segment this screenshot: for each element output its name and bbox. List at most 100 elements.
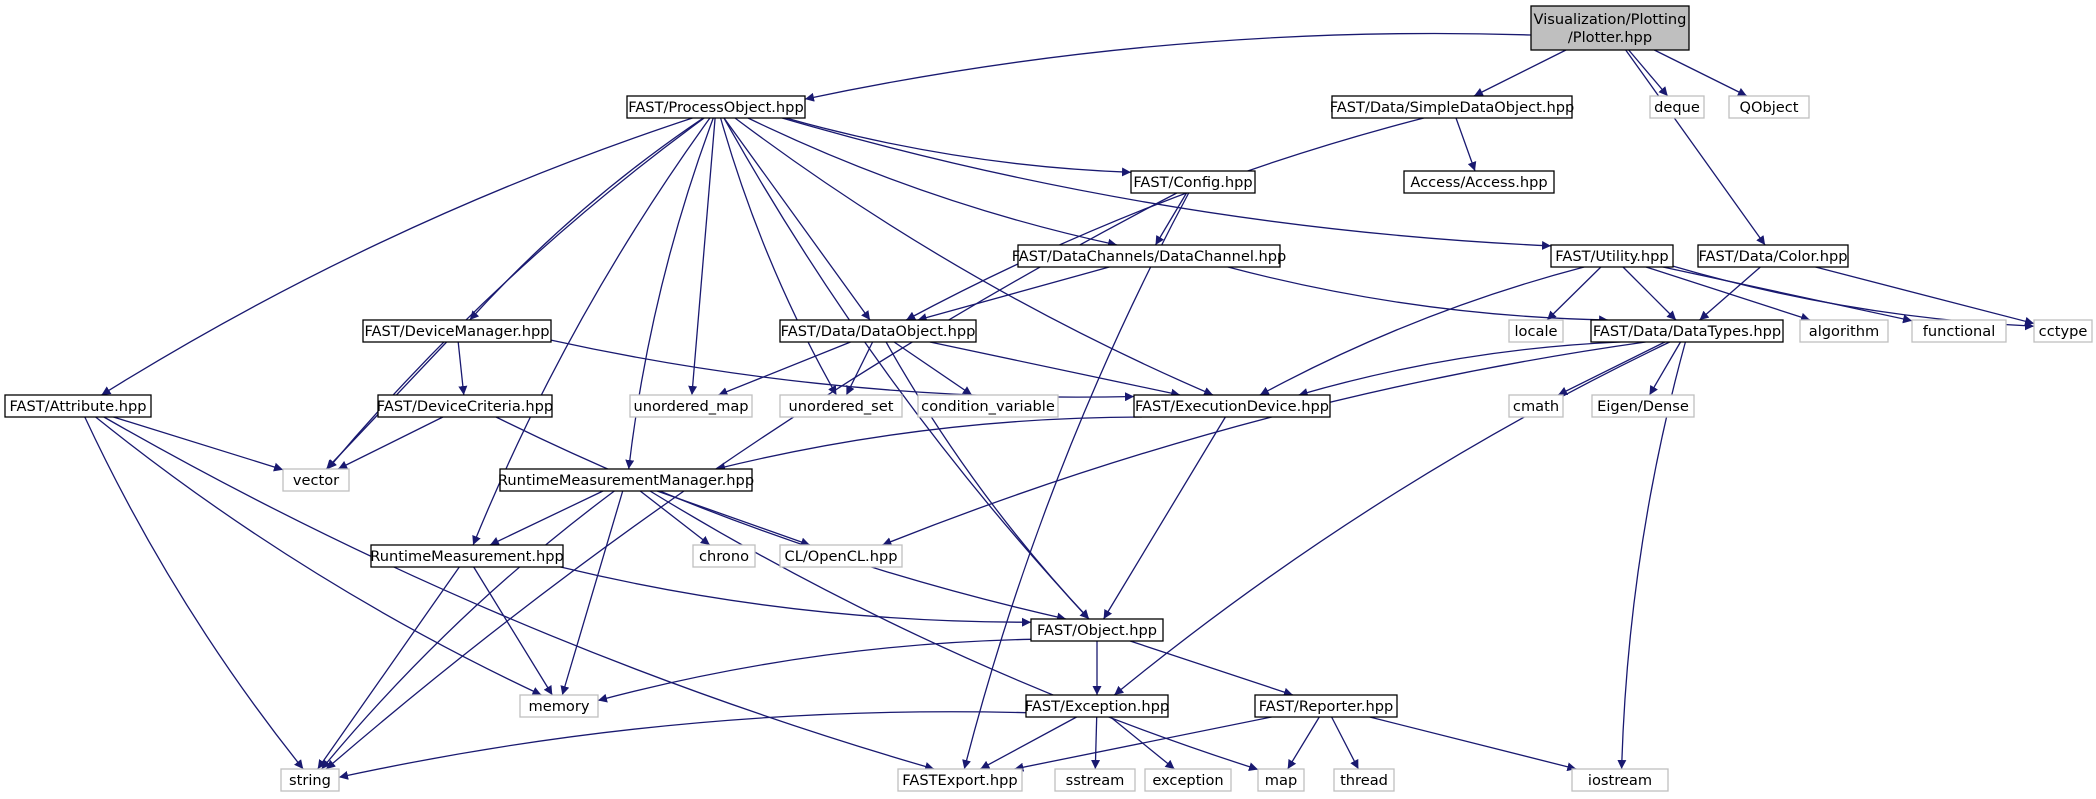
node-dataobject[interactable]: FAST/Data/DataObject.hpp [779, 319, 977, 343]
edge-processobject-to-dataobject [723, 117, 871, 321]
node-rtm[interactable]: RuntimeMeasurement.hpp [370, 544, 564, 568]
node-label-condition-variable: condition_variable [921, 398, 1055, 415]
node-label-thread: thread [1340, 772, 1388, 789]
node-config[interactable]: FAST/Config.hpp [1130, 170, 1256, 194]
node-box-thread [1333, 768, 1395, 792]
edge-executiondevice-to-object [1103, 416, 1226, 620]
node-executiondevice[interactable]: FAST/ExecutionDevice.hpp [1133, 394, 1331, 418]
node-box-string [280, 768, 340, 792]
node-locale: locale [1508, 319, 1564, 343]
edge-color-to-cctype [1815, 266, 2035, 326]
edge-exception-h-to-fastexport [980, 716, 1077, 770]
node-devicemanager[interactable]: FAST/DeviceManager.hpp [362, 319, 552, 343]
node-simpledataobject[interactable]: FAST/Data/SimpleDataObject.hpp [1330, 95, 1575, 119]
node-box-rtmm [499, 468, 753, 492]
node-label-exception-h: FAST/Exception.hpp [1025, 698, 1169, 715]
node-box-fastexport [897, 768, 1023, 792]
node-box-devicecriteria [377, 394, 553, 418]
edge-config-to-fastexport [962, 192, 1190, 770]
node-opencl: CL/OpenCL.hpp [779, 544, 903, 568]
node-box-unordered-map [629, 394, 753, 418]
node-access[interactable]: Access/Access.hpp [1403, 170, 1555, 194]
edge-rtm-to-string [317, 566, 460, 770]
node-vector: vector [282, 468, 350, 492]
edge-object-to-reporter [1129, 640, 1294, 697]
node-processobject[interactable]: FAST/ProcessObject.hpp [626, 95, 806, 119]
edge-root-to-qobject [1654, 49, 1748, 97]
edge-devicecriteria-to-vector [337, 416, 444, 470]
node-label-locale: locale [1515, 323, 1558, 340]
node-box-root [1530, 5, 1690, 51]
node-iostream: iostream [1571, 768, 1669, 792]
node-box-qobject [1728, 95, 1810, 119]
node-root[interactable]: Visualization/Plotting/Plotter.hpp [1530, 5, 1690, 51]
edge-processobject-to-config [785, 117, 1132, 177]
edge-rtmm-to-opencl [656, 490, 811, 547]
node-rtmm[interactable]: RuntimeMeasurementManager.hpp [498, 468, 754, 492]
edge-utility-to-locale [1546, 266, 1602, 321]
edge-datatypes-to-cmath [1557, 341, 1666, 396]
node-utility[interactable]: FAST/Utility.hpp [1550, 244, 1674, 268]
node-label-object: FAST/Object.hpp [1037, 622, 1157, 639]
edge-datachannel-to-dataobject [917, 266, 1110, 322]
node-datachannel[interactable]: FAST/DataChannels/DataChannel.hpp [1012, 244, 1287, 268]
node-box-devicemanager [362, 319, 552, 343]
node-box-unordered-set [779, 394, 903, 418]
node-deque: deque [1649, 95, 1705, 119]
node-label-executiondevice: FAST/ExecutionDevice.hpp [1135, 398, 1329, 415]
node-map: map [1257, 768, 1305, 792]
node-unordered-set: unordered_set [779, 394, 903, 418]
edge-attribute-to-string [84, 416, 304, 770]
edge-processobject-to-datachannel [747, 117, 1118, 248]
edge-root-to-deque [1628, 49, 1669, 97]
node-chrono: chrono [692, 544, 756, 568]
node-box-datatypes [1590, 319, 1784, 343]
node-box-algorithm [1799, 319, 1889, 343]
node-label-exception: exception [1152, 772, 1223, 789]
node-label-functional: functional [1923, 323, 1996, 340]
edge-processobject-to-devicemanager [469, 117, 704, 321]
node-box-condition-variable [917, 394, 1059, 418]
node-reporter[interactable]: FAST/Reporter.hpp [1254, 694, 1398, 718]
edge-attribute-to-memory [95, 416, 542, 696]
node-label-eigendense: Eigen/Dense [1597, 398, 1689, 415]
node-box-exception [1144, 768, 1232, 792]
node-label-config: FAST/Config.hpp [1133, 174, 1252, 191]
edge-dataobject-to-executiondevice [929, 341, 1181, 398]
node-label-color: FAST/Data/Color.hpp [1698, 248, 1847, 265]
edge-object-to-memory [597, 638, 1032, 703]
node-exception-h[interactable]: FAST/Exception.hpp [1025, 694, 1169, 718]
node-label-root-line-1: Visualization/Plotting [1534, 11, 1687, 28]
edge-processobject-to-vector [327, 117, 705, 470]
node-object[interactable]: FAST/Object.hpp [1030, 618, 1164, 642]
edge-dataobject-to-unordered-set [845, 341, 874, 396]
node-memory: memory [519, 694, 599, 718]
node-label-algorithm: algorithm [1809, 323, 1879, 340]
edge-devicemanager-to-devicecriteria [457, 341, 468, 396]
node-algorithm: algorithm [1799, 319, 1889, 343]
node-box-deque [1649, 95, 1705, 119]
node-box-executiondevice [1133, 394, 1331, 418]
edge-exception-h-to-sstream [1091, 716, 1101, 770]
node-box-utility [1550, 244, 1674, 268]
node-color[interactable]: FAST/Data/Color.hpp [1697, 244, 1849, 268]
edge-datatypes-to-eigendense [1648, 341, 1682, 396]
node-box-config [1130, 170, 1256, 194]
edge-root-to-simpledataobject [1473, 49, 1567, 97]
node-devicecriteria[interactable]: FAST/DeviceCriteria.hpp [377, 394, 553, 418]
edge-root-to-processobject [804, 32, 1532, 102]
edge-processobject-to-unordered-set [719, 117, 837, 396]
node-box-exception-h [1025, 694, 1169, 718]
node-label-devicemanager: FAST/DeviceManager.hpp [364, 323, 549, 340]
node-label-cctype: cctype [2039, 323, 2088, 340]
node-box-map [1257, 768, 1305, 792]
node-string: string [280, 768, 340, 792]
edge-attribute-to-vector [113, 416, 284, 472]
edge-rtmm-to-chrono [639, 490, 711, 546]
edge-simpledataobject-to-dataobject [905, 117, 1424, 321]
edge-rtmm-to-string [321, 490, 615, 770]
node-datatypes[interactable]: FAST/Data/DataTypes.hpp [1590, 319, 1784, 343]
node-attribute[interactable]: FAST/Attribute.hpp [4, 394, 152, 418]
node-box-cctype [2033, 319, 2093, 343]
node-box-rtm [370, 544, 564, 568]
